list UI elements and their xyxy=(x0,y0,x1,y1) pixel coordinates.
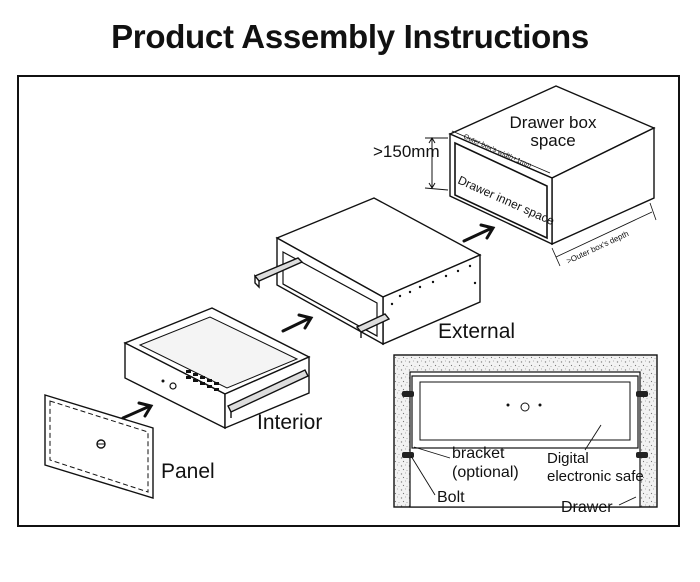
bracket-label-line1: bracket xyxy=(452,445,505,462)
arrow-icon xyxy=(121,401,154,420)
interior-safe xyxy=(123,307,311,430)
drawer-box-label-line1: Drawer box xyxy=(510,113,597,132)
external-housing xyxy=(253,197,482,346)
arrow-icon xyxy=(462,223,496,243)
interior-label: Interior xyxy=(257,411,322,434)
bolt-label: Bolt xyxy=(437,489,465,506)
arrow-icon xyxy=(281,313,314,333)
page-title: Product Assembly Instructions xyxy=(111,18,589,55)
outer-depth-label: >Outer box's depth xyxy=(565,229,630,266)
drawer-box-label-line2: space xyxy=(530,131,575,150)
height-min-label: >150mm xyxy=(373,142,440,161)
external-label: External xyxy=(438,320,515,343)
installation-cross-section xyxy=(393,354,658,508)
instruction-frame xyxy=(17,75,680,527)
drawer-box-space xyxy=(424,85,657,267)
digital-safe-label-line1: Digital xyxy=(547,450,589,467)
bracket-label-line2: (optional) xyxy=(452,464,519,481)
drawer-label: Drawer xyxy=(561,499,613,516)
keypad-icon xyxy=(186,370,219,391)
front-panel xyxy=(44,394,154,499)
bolt-icon xyxy=(402,391,648,458)
digital-safe-label-line2: electronic safe xyxy=(547,468,644,485)
panel-label: Panel xyxy=(161,460,215,483)
assembly-arrows xyxy=(121,223,496,420)
